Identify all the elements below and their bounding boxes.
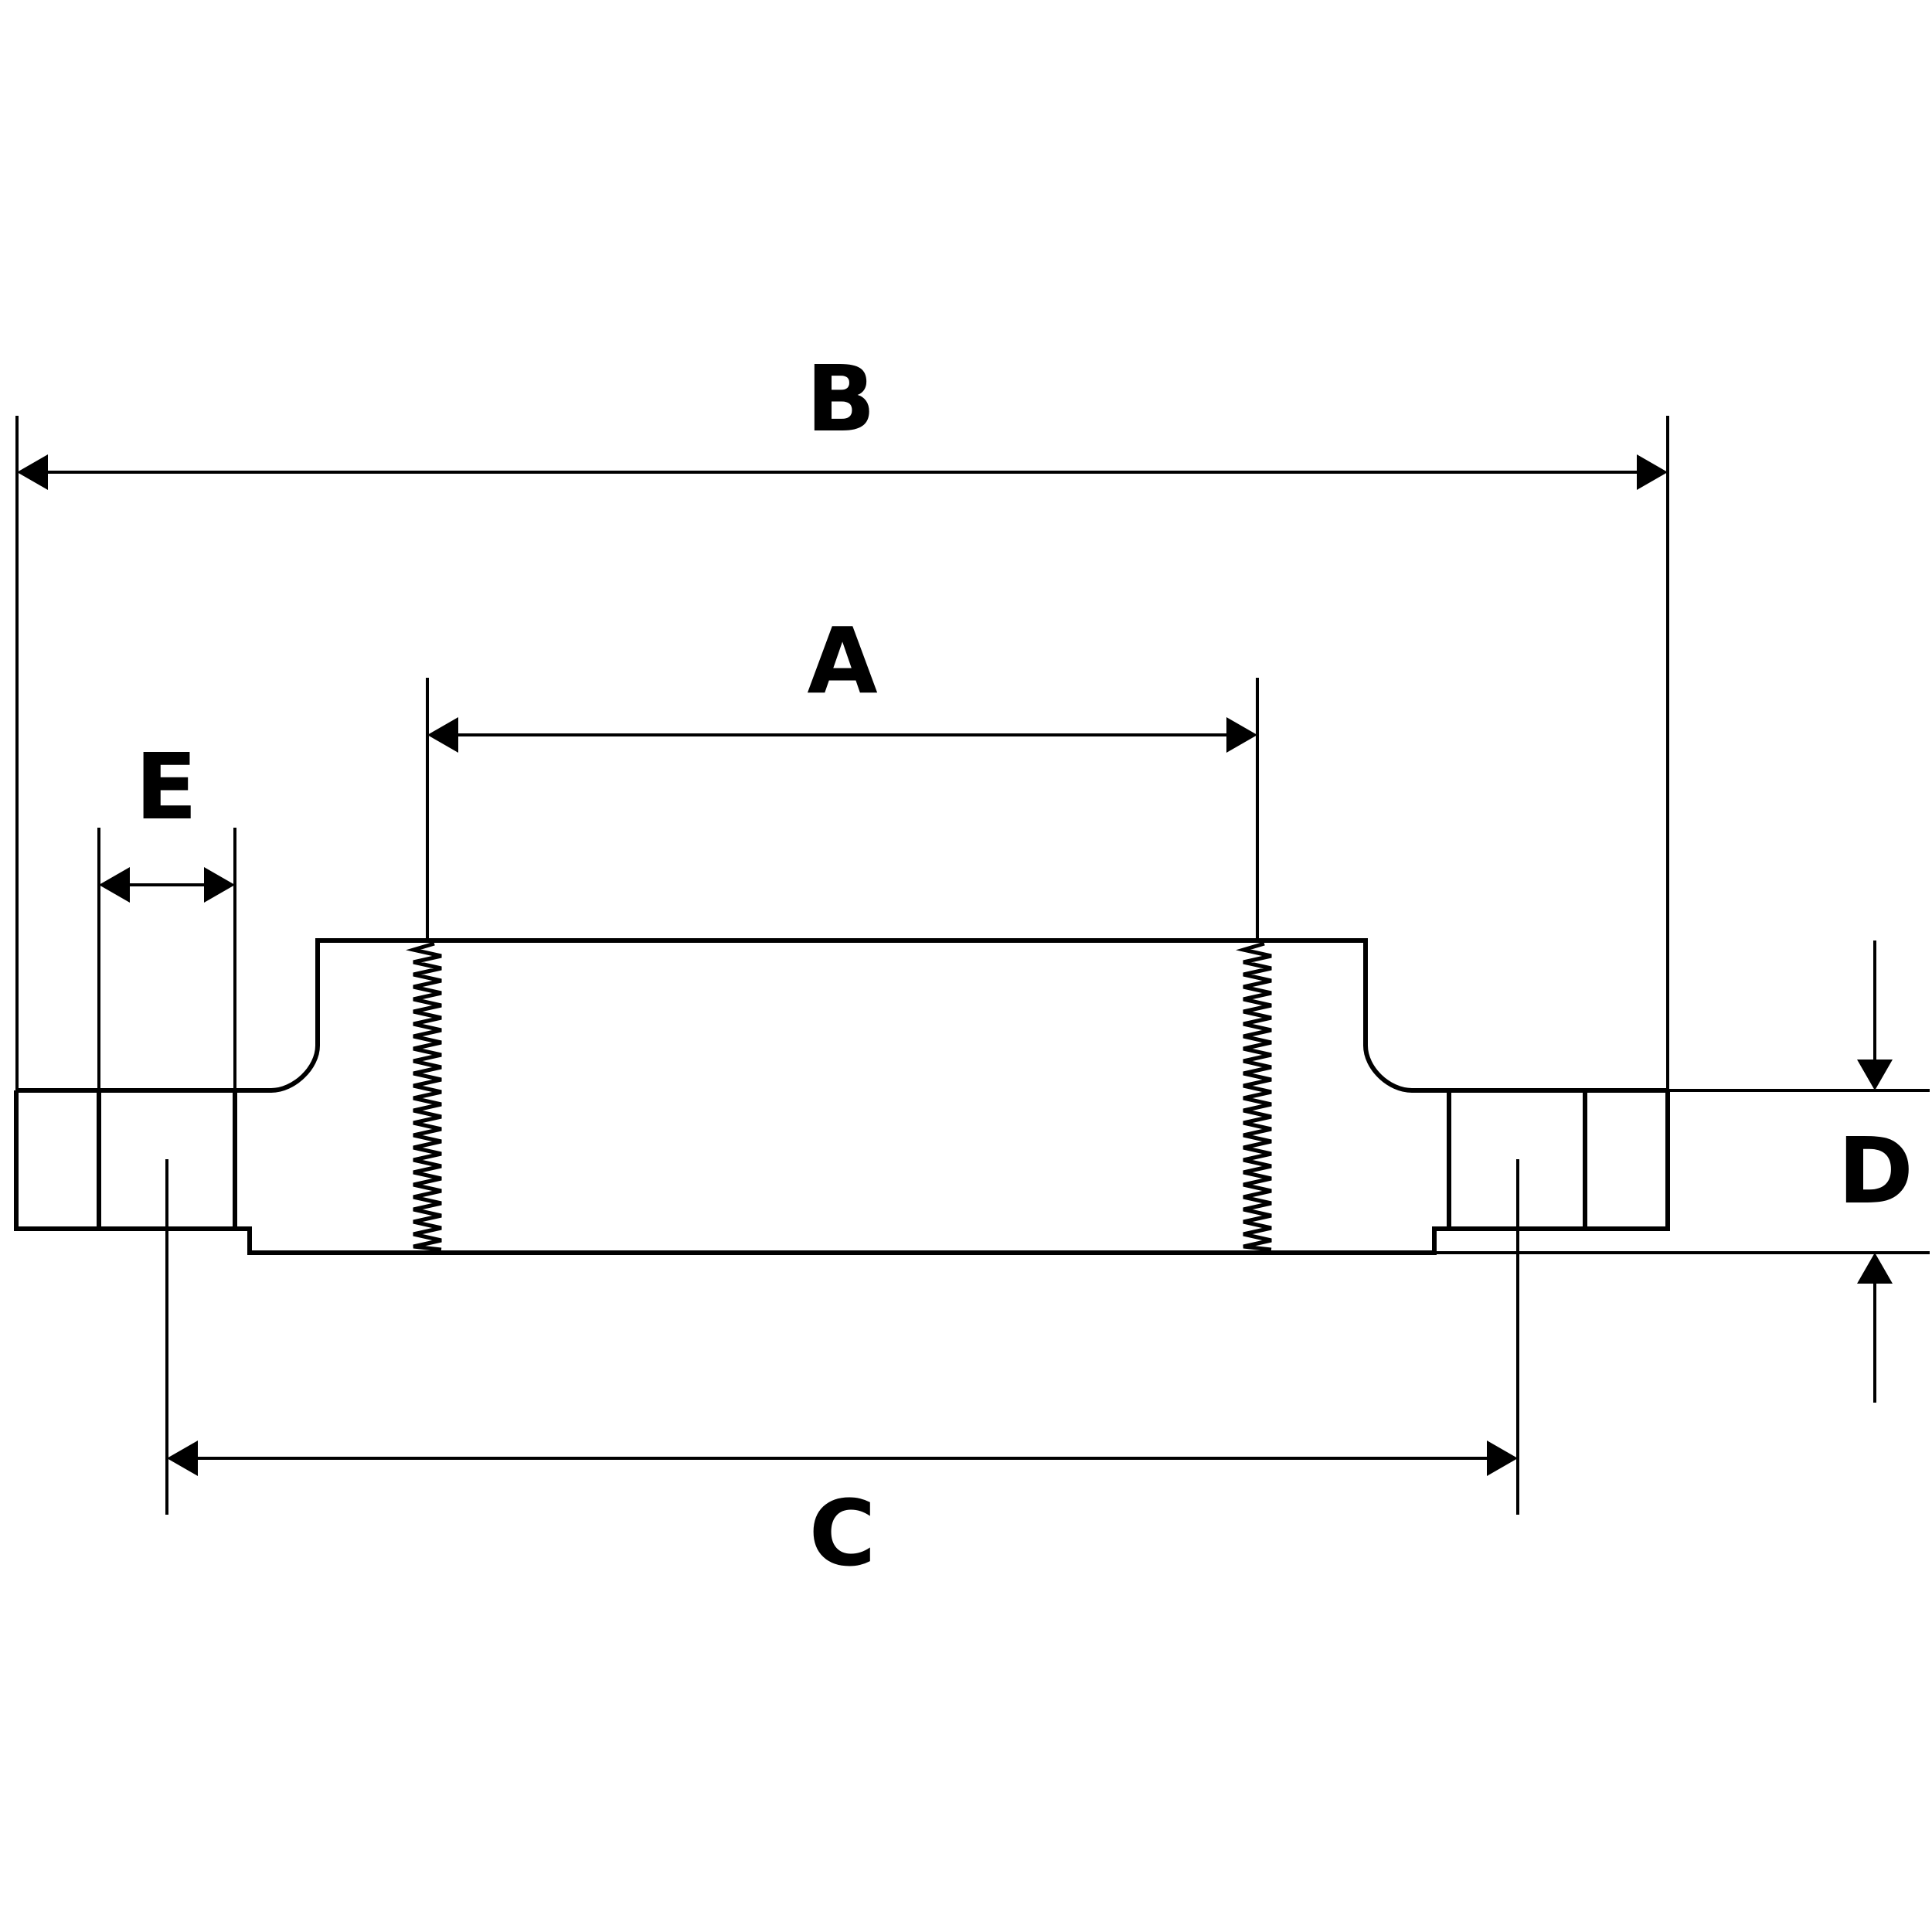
arrow-d-bottom — [1857, 1253, 1893, 1284]
dimension-d: D — [1838, 940, 1913, 1403]
extension-lines — [15, 416, 1930, 1515]
label-c: C — [809, 1480, 876, 1587]
right-thread-profile — [1236, 941, 1272, 1252]
label-d: D — [1838, 1117, 1913, 1224]
dimension-b: B — [17, 345, 1668, 490]
hub-outline — [16, 938, 1668, 1093]
arrow-a-right — [1226, 717, 1257, 753]
arrow-e-left — [99, 867, 130, 903]
left-thread-profile — [406, 941, 442, 1252]
flange-section — [14, 938, 1670, 1255]
label-e: E — [135, 733, 198, 840]
arrow-d-top — [1857, 1060, 1893, 1090]
arrow-b-right — [1637, 454, 1668, 490]
arrow-b-left — [17, 454, 48, 490]
arrow-c-left — [167, 1440, 198, 1476]
dimension-e: E — [99, 733, 235, 903]
arrow-e-right — [204, 867, 235, 903]
dimension-c: C — [167, 1440, 1518, 1587]
left-flange-outline — [14, 1090, 1670, 1255]
dimension-a: A — [427, 607, 1257, 753]
arrow-c-right — [1487, 1440, 1518, 1476]
label-a: A — [807, 607, 877, 714]
arrow-a-left — [427, 717, 458, 753]
label-b: B — [806, 345, 876, 452]
